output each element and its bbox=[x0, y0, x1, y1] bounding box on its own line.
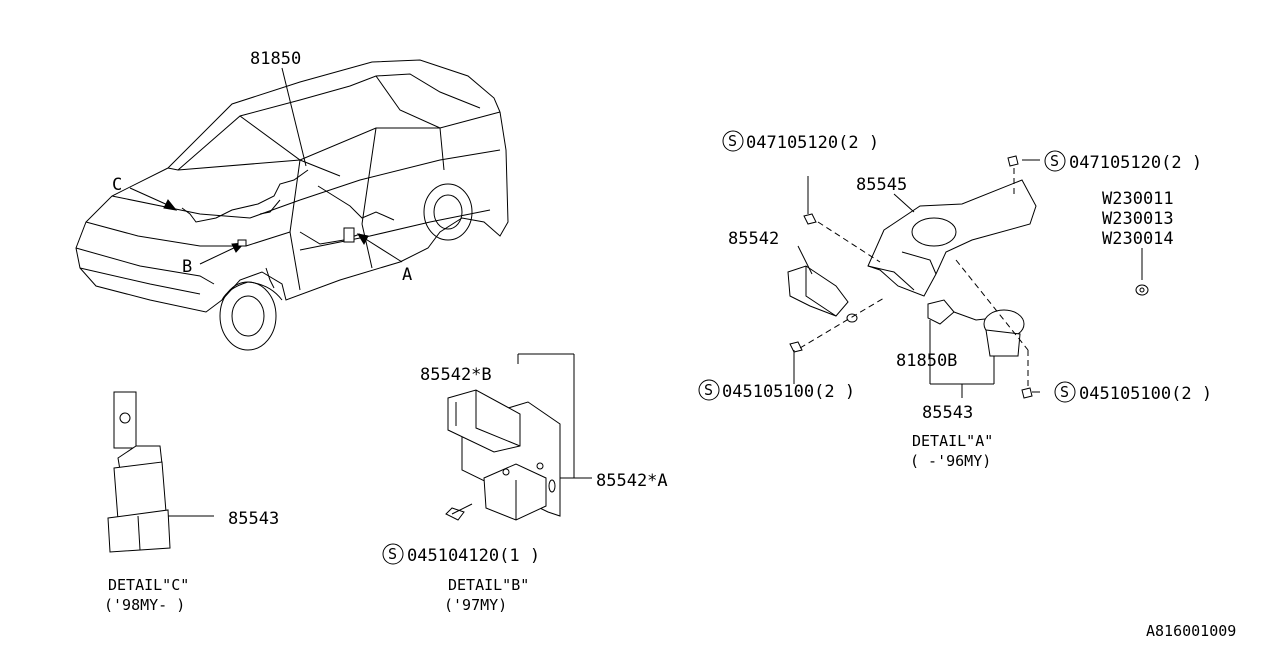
detail-a-title: DETAIL"A" bbox=[912, 432, 993, 450]
washer-code-2: W230013 bbox=[1102, 209, 1174, 229]
svg-text:S: S bbox=[728, 132, 737, 150]
callout-a-label: A bbox=[402, 265, 412, 285]
detail-c-model-year: ('98MY- ) bbox=[104, 596, 185, 614]
detail-a-bracket-label: 85545 bbox=[856, 175, 907, 195]
detail-c-relay bbox=[107, 391, 214, 553]
detail-a-sensor-label: 85542 bbox=[728, 229, 779, 249]
detail-c-part-label: 85543 bbox=[228, 509, 279, 529]
svg-text:S: S bbox=[388, 545, 397, 563]
detail-b-assembly bbox=[445, 353, 592, 521]
detail-b-part-a-label: 85542*A bbox=[596, 471, 668, 491]
part-81850-label: 81850 bbox=[250, 49, 301, 69]
detail-a-bolt-bottom-left-label: 045105100(2 ) bbox=[722, 382, 855, 402]
svg-text:S: S bbox=[1060, 383, 1069, 401]
detail-a-bolt-symbol-3: S bbox=[698, 379, 720, 401]
detail-a-bolt-symbol-1: S bbox=[722, 130, 744, 152]
detail-b-title: DETAIL"B" bbox=[448, 576, 529, 594]
detail-a-assembly-label: 85543 bbox=[922, 403, 973, 423]
car-illustration bbox=[75, 59, 509, 351]
detail-a-harness-label: 81850B bbox=[896, 351, 957, 371]
washer-code-1: W230011 bbox=[1102, 189, 1174, 209]
detail-c-title: DETAIL"C" bbox=[108, 576, 189, 594]
detail-a-bolt-symbol-4: S bbox=[1054, 381, 1076, 403]
detail-b-bolt-label: 045104120(1 ) bbox=[407, 546, 540, 566]
svg-text:S: S bbox=[704, 381, 713, 399]
detail-a-assembly bbox=[787, 155, 1149, 399]
detail-a-bolt-top-right-label: 047105120(2 ) bbox=[1069, 153, 1202, 173]
detail-a-bolt-symbol-2: S bbox=[1044, 150, 1066, 172]
detail-a-bolt-bottom-right-label: 045105100(2 ) bbox=[1079, 384, 1212, 404]
detail-a-bolt-top-left-label: 047105120(2 ) bbox=[746, 133, 879, 153]
detail-b-part-b-label: 85542*B bbox=[420, 365, 492, 385]
detail-b-bolt-symbol: S bbox=[382, 543, 404, 565]
callout-c-label: C bbox=[112, 175, 122, 195]
washer-code-3: W230014 bbox=[1102, 229, 1174, 249]
detail-b-model-year: ('97MY) bbox=[444, 596, 507, 614]
drawing-number: A816001009 bbox=[1146, 622, 1236, 640]
callout-b-label: B bbox=[182, 257, 192, 277]
detail-a-model-year: ( -'96MY) bbox=[910, 452, 991, 470]
svg-text:S: S bbox=[1050, 152, 1059, 170]
